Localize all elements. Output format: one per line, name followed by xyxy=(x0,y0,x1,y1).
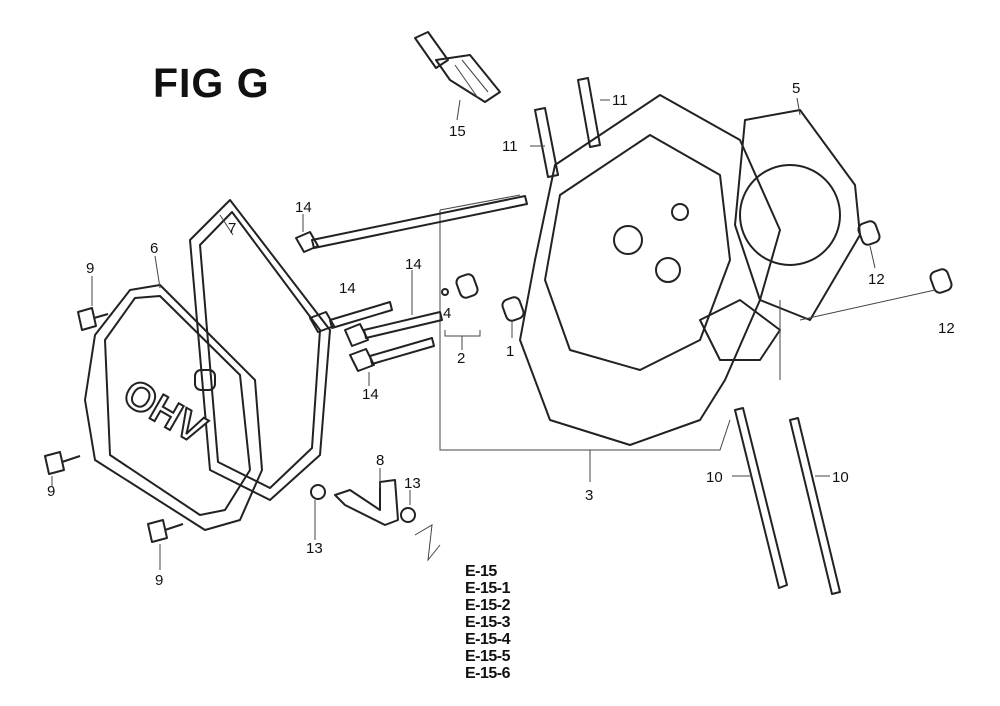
dowel-pins-12 xyxy=(799,220,953,321)
cover-lettering: OHV xyxy=(116,371,213,453)
bolts-9 xyxy=(44,276,184,570)
head-gasket xyxy=(734,97,861,321)
callout-14: 14 xyxy=(295,199,312,216)
callout-14: 14 xyxy=(362,386,379,403)
callout-9: 9 xyxy=(47,483,56,500)
callout-9: 9 xyxy=(155,572,164,589)
callout-12: 12 xyxy=(868,271,885,288)
part-code: E-15-1 xyxy=(465,580,511,597)
part-code-list: E-15 E-15-1 E-15-2 E-15-3 E-15-4 E-15-5 … xyxy=(465,563,511,682)
callout-4: 4 xyxy=(443,305,452,322)
part-code: E-15-6 xyxy=(465,665,511,682)
callout-10: 10 xyxy=(832,469,849,486)
cylinder-head xyxy=(439,94,781,482)
callout-11: 11 xyxy=(502,138,518,155)
spark-plug xyxy=(414,31,501,121)
callout-11: 11 xyxy=(612,92,628,109)
dowel-pins xyxy=(441,273,525,350)
cover-gasket xyxy=(189,199,331,501)
callout-3: 3 xyxy=(585,487,594,504)
stud-bolts-11 xyxy=(530,77,610,178)
stud-bolts-10 xyxy=(732,407,841,595)
head-cover: OHV xyxy=(84,255,263,531)
bolts-14 xyxy=(295,195,528,386)
callout-15: 15 xyxy=(449,123,466,140)
callout-14: 14 xyxy=(339,280,356,297)
callout-13: 13 xyxy=(404,475,421,492)
breather-tube xyxy=(310,468,441,562)
callout-7: 7 xyxy=(228,220,237,237)
callout-6: 6 xyxy=(150,240,159,257)
callout-1: 1 xyxy=(506,343,515,360)
callout-5: 5 xyxy=(792,80,801,97)
callout-14: 14 xyxy=(405,256,422,273)
callout-9: 9 xyxy=(86,260,95,277)
callout-2: 2 xyxy=(457,350,466,367)
part-code: E-15 xyxy=(465,563,497,580)
figure-title: FIG G xyxy=(153,60,270,106)
part-code: E-15-3 xyxy=(465,614,511,631)
part-code: E-15-2 xyxy=(465,597,511,614)
callout-8: 8 xyxy=(376,452,385,469)
callout-13: 13 xyxy=(306,540,323,557)
callout-10: 10 xyxy=(706,469,723,486)
part-code: E-15-4 xyxy=(465,631,511,648)
callout-12: 12 xyxy=(938,320,955,337)
part-code: E-15-5 xyxy=(465,648,511,665)
